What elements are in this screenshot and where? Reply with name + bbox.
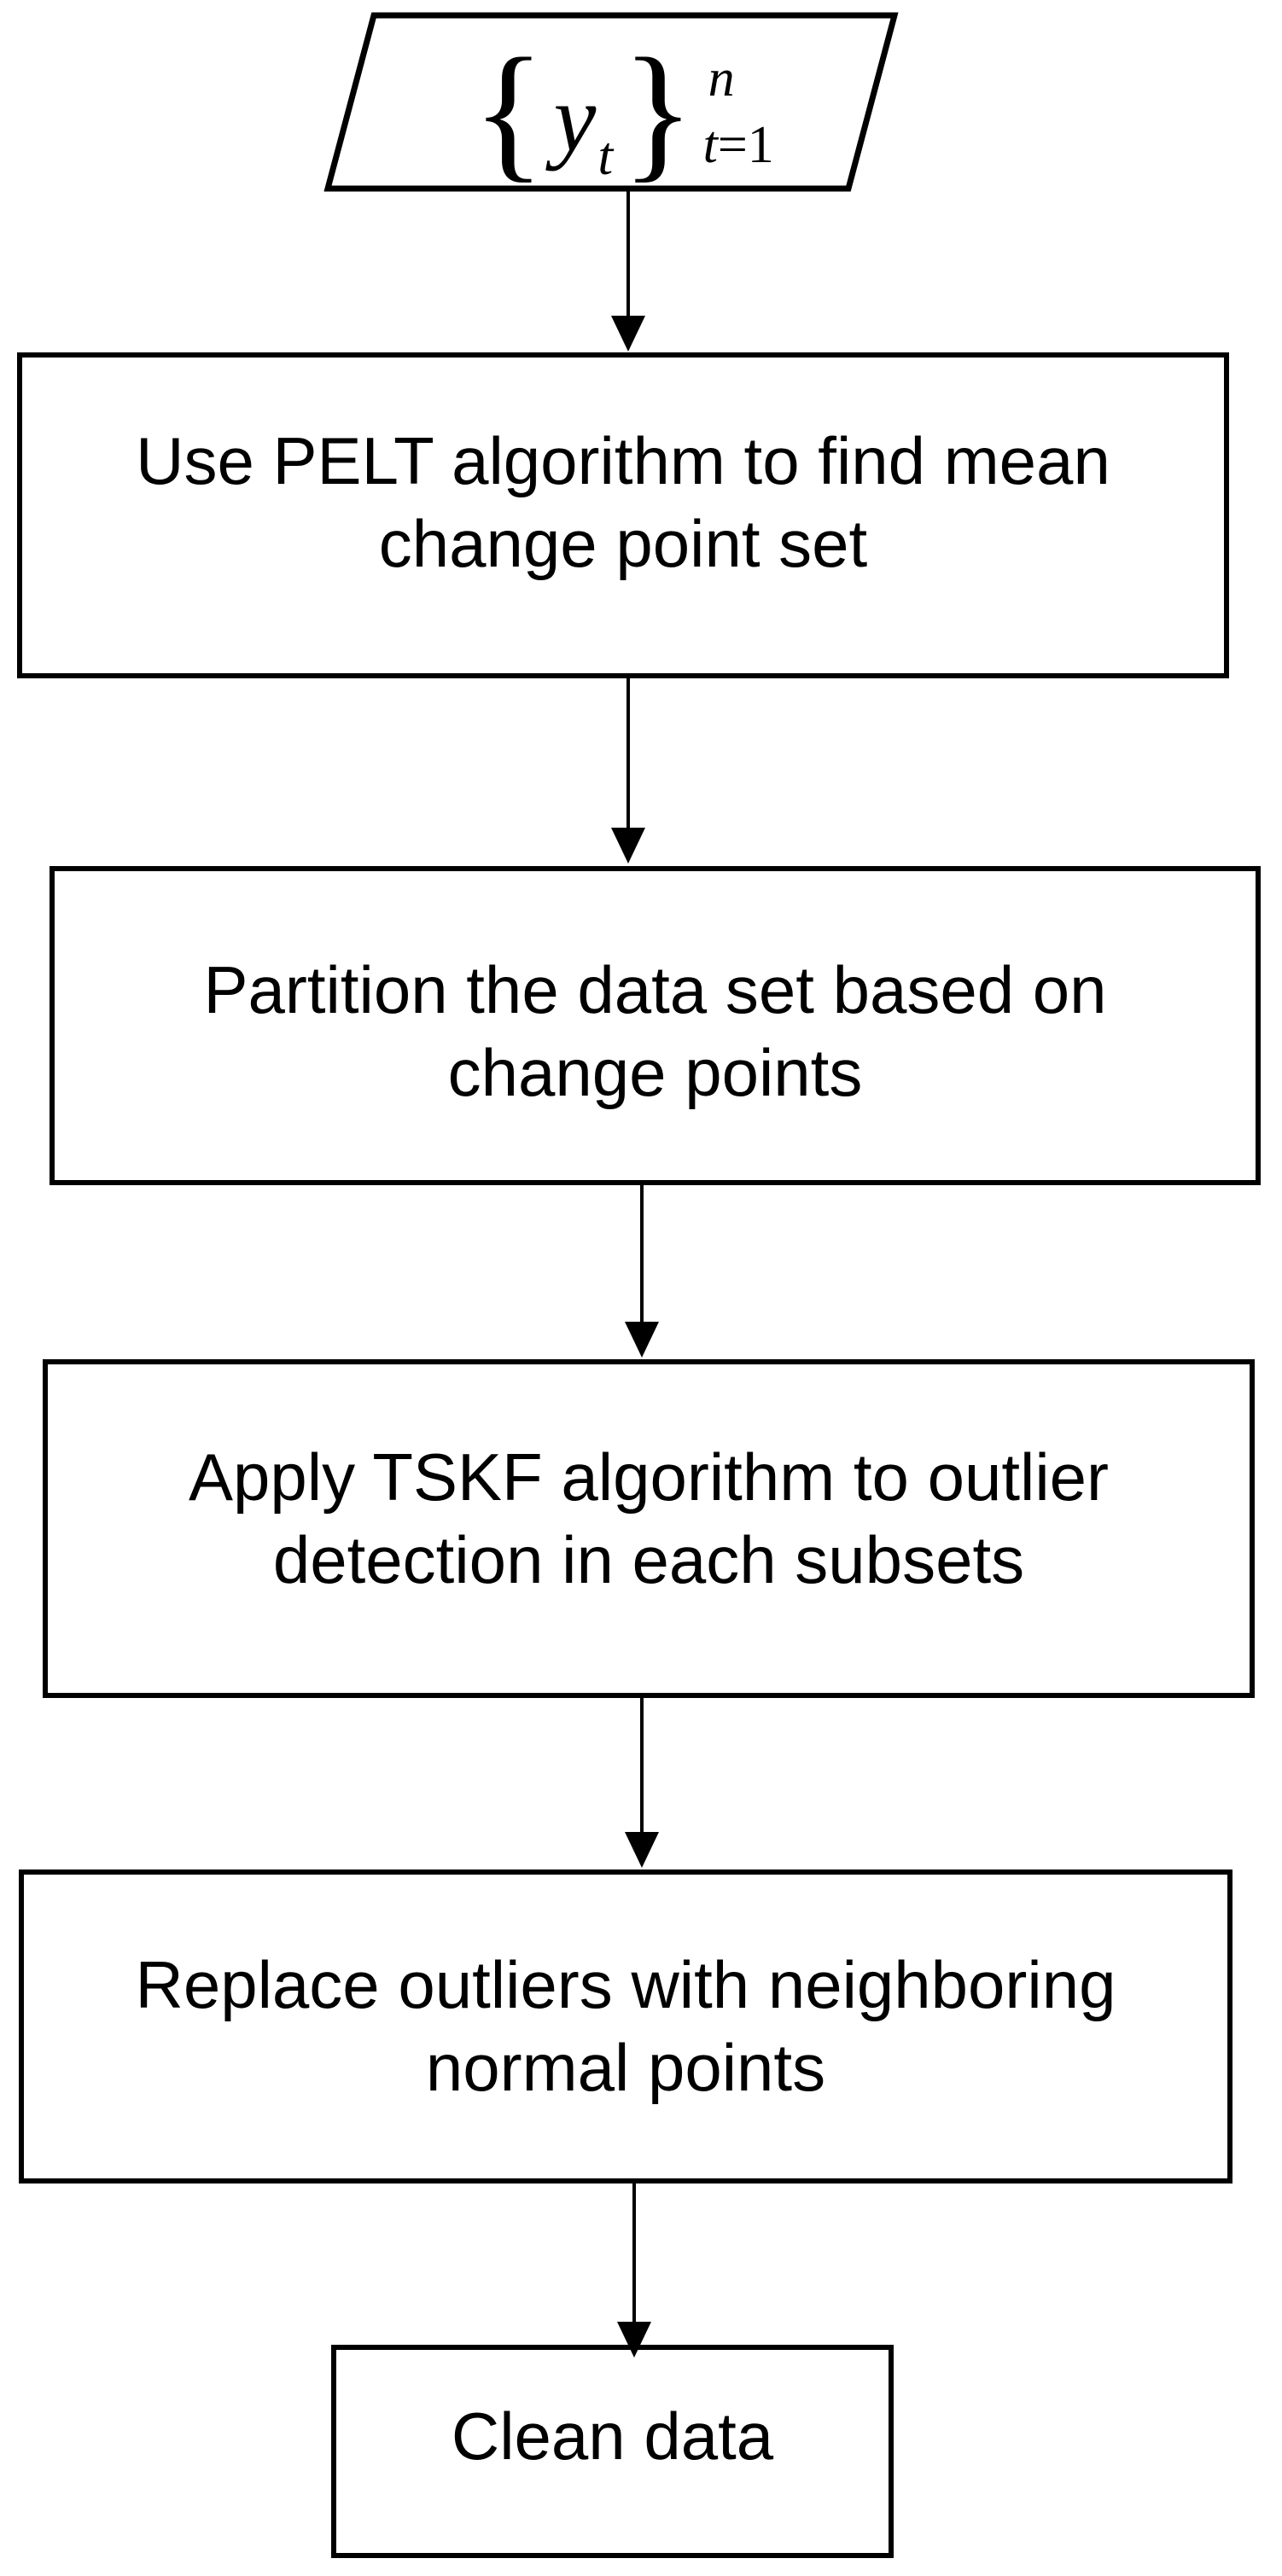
- arrow-shaft: [640, 1185, 644, 1327]
- step-box-tskf: Apply TSKF algorithm to outlier detectio…: [43, 1359, 1255, 1698]
- formula-upper-limit: n: [708, 49, 735, 108]
- flow-arrow-2: [611, 678, 645, 864]
- arrow-down-icon: [611, 316, 645, 352]
- arrow-shaft: [626, 678, 630, 833]
- step-box-pelt: Use PELT algorithm to find mean change p…: [17, 352, 1229, 678]
- formula-lower-limit-rest: =1: [717, 115, 774, 174]
- flow-arrow-4: [625, 1698, 659, 1868]
- step-text-line: Clean data: [451, 2398, 774, 2474]
- formula-variable-group: y t: [553, 65, 614, 183]
- arrow-down-icon: [625, 1832, 659, 1868]
- input-parallelogram: [323, 12, 899, 192]
- flow-arrow-1: [611, 191, 645, 352]
- step-text-line: normal points: [425, 2030, 826, 2105]
- step-text-line: change points: [447, 1035, 863, 1110]
- formula-close-brace: }: [621, 26, 695, 196]
- arrow-shaft: [626, 191, 630, 321]
- arrow-down-icon: [617, 2322, 651, 2358]
- step-text-line: Apply TSKF algorithm to outlier: [188, 1439, 1110, 1515]
- formula-variable-subscript: t: [597, 125, 614, 186]
- step-text-line: detection in each subsets: [272, 1521, 1025, 1597]
- step-box-partition: Partition the data set based on change p…: [50, 866, 1261, 1185]
- step-box-replace-outliers: Replace outliers with neighboring normal…: [19, 1869, 1232, 2183]
- step-text-line: Partition the data set based on: [203, 952, 1107, 1027]
- step-box-clean-data: Clean data: [331, 2345, 894, 2558]
- step-text-line: change point set: [378, 506, 868, 581]
- formula-variable: y: [553, 65, 597, 172]
- step-text-line: Use PELT algorithm to find mean: [136, 423, 1110, 498]
- flow-arrow-5: [617, 2182, 651, 2358]
- formula-lower-limit-variable: t: [702, 115, 718, 174]
- flow-arrow-3: [625, 1185, 659, 1358]
- formula-lower-limit: t=1: [703, 119, 774, 172]
- input-parallelogram-outline: [323, 12, 899, 192]
- formula-open-brace: {: [472, 26, 545, 196]
- input-formula: { y t } n t=1: [472, 26, 774, 196]
- formula-limits: n t=1: [703, 52, 774, 172]
- step-text-line: Replace outliers with neighboring: [135, 1947, 1116, 2022]
- arrow-down-icon: [611, 828, 645, 864]
- arrow-down-icon: [625, 1322, 659, 1358]
- arrow-shaft: [632, 2182, 636, 2327]
- arrow-shaft: [640, 1698, 644, 1837]
